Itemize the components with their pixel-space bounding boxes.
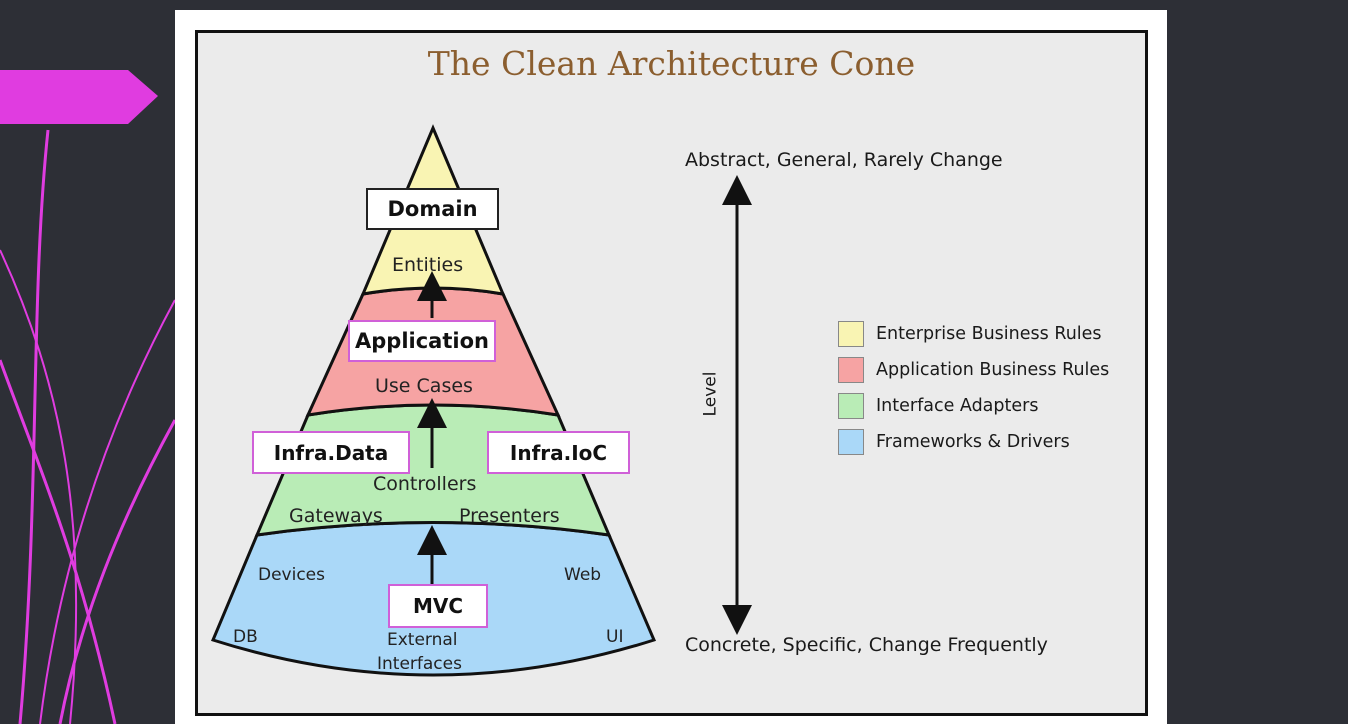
decor-line (0, 249, 78, 724)
legend-swatch (838, 393, 864, 419)
legend-swatch (838, 429, 864, 455)
legend-item: Application Business Rules (838, 355, 1109, 385)
legend-swatch (838, 357, 864, 383)
background-decoration (0, 70, 175, 724)
entities-label: Entities (392, 254, 464, 276)
legend-item: Enterprise Business Rules (838, 319, 1102, 349)
mvc-box: MVC (388, 584, 488, 628)
db-label: DB (233, 627, 258, 647)
diagram-title: The Clean Architecture Cone (427, 44, 916, 83)
domain-box: Domain (366, 188, 499, 230)
web-label: Web (564, 565, 602, 585)
gateways-label: Gateways (289, 505, 383, 527)
legend-item: Frameworks & Drivers (838, 427, 1070, 457)
presenters-label: Presenters (459, 505, 560, 527)
infra-data-box: Infra.Data (252, 431, 410, 474)
legend-label: Enterprise Business Rules (876, 324, 1102, 344)
application-box: Application (348, 320, 496, 362)
legend-label: Application Business Rules (876, 360, 1110, 380)
controllers-label: Controllers (373, 473, 477, 495)
decor-line (0, 359, 117, 724)
decor-line (39, 299, 175, 724)
level-axis-label: Level (700, 371, 721, 417)
use-cases-label: Use Cases (375, 375, 473, 397)
interfaces-label: Interfaces (377, 654, 462, 674)
devices-label: Devices (258, 565, 325, 585)
infra-ioc-box: Infra.IoC (487, 431, 630, 474)
decor-line (58, 419, 175, 724)
level-top-caption: Abstract, General, Rarely Change (685, 149, 1003, 171)
external-label: External (387, 630, 458, 650)
decor-line (18, 129, 50, 724)
legend-item: Interface Adapters (838, 391, 1038, 421)
level-bottom-caption: Concrete, Specific, Change Frequently (685, 634, 1048, 656)
magenta-arrow-banner (0, 70, 158, 124)
legend-swatch (838, 321, 864, 347)
legend-label: Frameworks & Drivers (876, 432, 1070, 452)
legend-label: Interface Adapters (876, 396, 1039, 416)
ui-label: UI (606, 627, 624, 647)
